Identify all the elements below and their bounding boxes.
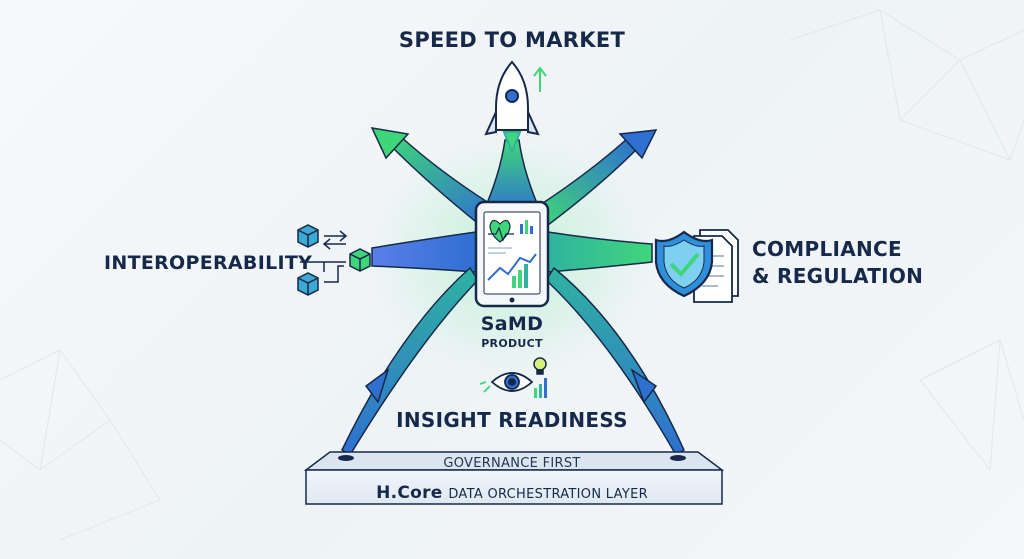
shield-check-icon <box>654 230 714 298</box>
rocket-icon <box>484 60 547 155</box>
governance-first-label: GOVERNANCE FIRST <box>443 456 581 471</box>
arrow-head-upper-left <box>370 127 410 160</box>
platform <box>303 451 725 505</box>
interoperability-label: INTEROPERABILITY <box>104 252 313 274</box>
compliance-label: COMPLIANCE & REGULATION <box>752 236 923 290</box>
beam-right <box>547 231 653 273</box>
hcore-brand: H.Core <box>376 483 443 503</box>
arrow-head-upper-right <box>618 129 658 160</box>
compliance-label-line2: & REGULATION <box>752 264 924 288</box>
beams <box>341 134 685 457</box>
speed-to-market-label: SPEED TO MARKET <box>398 28 626 52</box>
compliance-label-line1: COMPLIANCE <box>752 237 902 261</box>
arrow-head-lower-right <box>630 368 658 404</box>
background-network-lines <box>0 9 1024 541</box>
samd-subtitle: PRODUCT <box>481 337 543 350</box>
tablet-dashboard-icon <box>474 200 550 308</box>
samd-title: SaMD <box>480 313 544 335</box>
beam-lower-left <box>341 266 479 457</box>
beam-up <box>480 139 544 216</box>
insight-readiness-label: INSIGHT READINESS <box>396 408 628 432</box>
arrow-head-lower-left <box>364 368 390 404</box>
eye-icon <box>479 372 534 393</box>
arrow-heads <box>364 127 658 404</box>
beam-lower-right <box>545 266 685 457</box>
beam-left <box>371 231 477 273</box>
hcore-layer-text: DATA ORCHESTRATION LAYER <box>448 487 648 502</box>
cubes-flow-icon <box>297 224 371 296</box>
hcore-layer-label: H.Core DATA ORCHESTRATION LAYER <box>0 483 1024 503</box>
bar-chart-icon <box>534 378 547 398</box>
lightbulb-icon <box>533 357 547 375</box>
